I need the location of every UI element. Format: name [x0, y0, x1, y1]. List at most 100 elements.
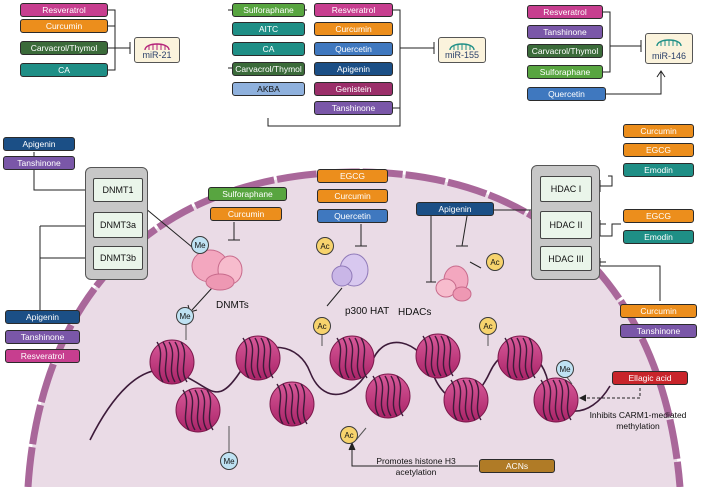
dna-wrap — [428, 335, 436, 377]
ac-badge-free: Ac — [316, 237, 334, 255]
p300-hat-label: p300 HAT — [345, 306, 390, 317]
nucleosomes — [149, 333, 579, 433]
nucleosome — [269, 381, 315, 427]
mir155-curcumin-pill: Curcumin — [314, 22, 393, 36]
dna-wrap — [168, 341, 176, 383]
dnmt-resveratrol-bottom-pill: Resveratrol — [5, 349, 80, 363]
dna-wrap — [200, 389, 208, 431]
mir155-connectors — [228, 9, 435, 127]
dna-wrap — [446, 335, 454, 377]
nucleosome — [149, 339, 195, 385]
carm1-note: Inhibits CARM1-mediated methylation — [580, 410, 696, 432]
acns-note: Promotes histone H3 acetylation — [354, 456, 478, 478]
dna-wrap — [546, 379, 554, 421]
dnmt-curcumin-pill: Curcumin — [210, 207, 282, 221]
hdac2-egcg-pill: EGCG — [623, 209, 694, 223]
ac-badge-hdac-released: Ac — [486, 253, 504, 271]
dna-wrap — [348, 337, 356, 379]
mir146-tanshinone-pill: Tanshinone — [527, 25, 603, 39]
mir155-genistein-pill: Genistein — [314, 82, 393, 96]
mir155-tanshinone-pill: Tanshinone — [314, 101, 393, 115]
hat-curcumin-pill: Curcumin — [317, 189, 388, 203]
dna-wrap — [188, 389, 196, 431]
hdac1-egcg-pill: EGCG — [623, 143, 694, 157]
carm1-note-line2: methylation — [616, 421, 660, 431]
dnmt-enzyme-blob — [191, 249, 243, 291]
mir21-label: miR-21 — [142, 50, 172, 60]
hdacs-label: HDACs — [398, 307, 432, 318]
dna-wrap — [360, 337, 368, 379]
acns-note-line2: acetylation — [395, 467, 437, 477]
ellagic-acid-pill: Ellagic acid — [612, 371, 688, 385]
mir155-quercetin-pill: Quercetin — [314, 42, 393, 56]
nucleosome — [533, 377, 579, 423]
mir146-box: miR-146 — [645, 33, 693, 64]
dna-wrap — [206, 389, 214, 431]
dna-wrap — [558, 379, 566, 421]
mir21-carvacrol-pill: Carvacrol/Thymol — [20, 41, 108, 55]
dnmt3b-box: DNMT3b — [93, 246, 143, 270]
ac-badge-hat: Ac — [313, 317, 331, 335]
nucleosome — [175, 387, 221, 433]
hdac1-emodin-pill: Emodin — [623, 163, 694, 177]
acns-pill: ACNs — [479, 459, 555, 473]
mir21-connectors — [108, 9, 131, 71]
mir155-resveratrol-pill: Resveratrol — [314, 3, 393, 17]
hdac3-curcumin-pill: Curcumin — [620, 304, 697, 318]
mark-tethers — [185, 325, 573, 452]
hdac-enzyme-blob — [435, 265, 472, 302]
dna-wrap — [462, 379, 470, 421]
nucleosome — [329, 335, 375, 381]
dna-wrap — [390, 375, 398, 417]
mir155-aitc-pill: AITC — [232, 22, 305, 36]
dna-wrap — [468, 379, 476, 421]
mir21-box: miR-21 — [134, 37, 180, 63]
hdac-apigenin-pill: Apigenin — [416, 202, 494, 216]
dna-wrap — [248, 337, 256, 379]
hdac2-box: HDAC II — [540, 211, 592, 239]
dna-wrap — [276, 383, 284, 425]
dna-wrap — [180, 341, 188, 383]
dna-wrap — [396, 375, 404, 417]
dna-wrap — [510, 337, 518, 379]
mirna-hairpin-icon — [656, 39, 682, 47]
dna-wrap — [156, 341, 164, 383]
mir155-label: miR-155 — [444, 50, 479, 60]
dna-wrap — [242, 337, 250, 379]
mir146-label: miR-146 — [651, 51, 686, 61]
dna-wrap — [294, 383, 302, 425]
dna-wrap — [540, 379, 548, 421]
dna-wrap — [564, 379, 572, 421]
dna-wrap — [174, 341, 182, 383]
dna-wrap — [162, 341, 170, 383]
dnmt-tanshinone-top-pill: Tanshinone — [3, 156, 75, 170]
mir21-ca-pill: CA — [20, 63, 108, 77]
dnmt3a-box: DNMT3a — [93, 212, 143, 238]
mir155-carvacrol-pill: Carvacrol/Thymol — [232, 62, 305, 76]
dnmt-apigenin-bottom-pill: Apigenin — [5, 310, 80, 324]
mir155-akba-pill: AKBA — [232, 82, 305, 96]
nucleosome — [235, 335, 281, 381]
dna-wrap — [182, 389, 190, 431]
dna-wrap — [254, 337, 262, 379]
hdac2-emodin-pill: Emodin — [623, 230, 694, 244]
ac-badge-histone-bottom: Ac — [340, 426, 358, 444]
dnmts-label: DNMTs — [216, 300, 249, 311]
me-badge-histone-right: Me — [556, 360, 574, 378]
dna-wrap — [552, 379, 560, 421]
hdac3-box: HDAC III — [540, 246, 592, 271]
mir155-apigenin-pill: Apigenin — [314, 62, 393, 76]
mirna-hairpin-icon — [449, 43, 475, 51]
dna-wrap — [528, 337, 536, 379]
mir146-carvacrol-pill: Carvacrol/Thymol — [527, 44, 603, 58]
dnmt-sulforaphane-pill: Sulforaphane — [208, 187, 287, 201]
mir146-sulforaphane-pill: Sulforaphane — [527, 65, 603, 79]
dna-wrap — [422, 335, 430, 377]
dna-wrap — [434, 335, 442, 377]
dna-wrap — [354, 337, 362, 379]
dna-wrap — [504, 337, 512, 379]
dna-wrap — [372, 375, 380, 417]
dna-wrap — [522, 337, 530, 379]
dna-wrap — [260, 337, 268, 379]
